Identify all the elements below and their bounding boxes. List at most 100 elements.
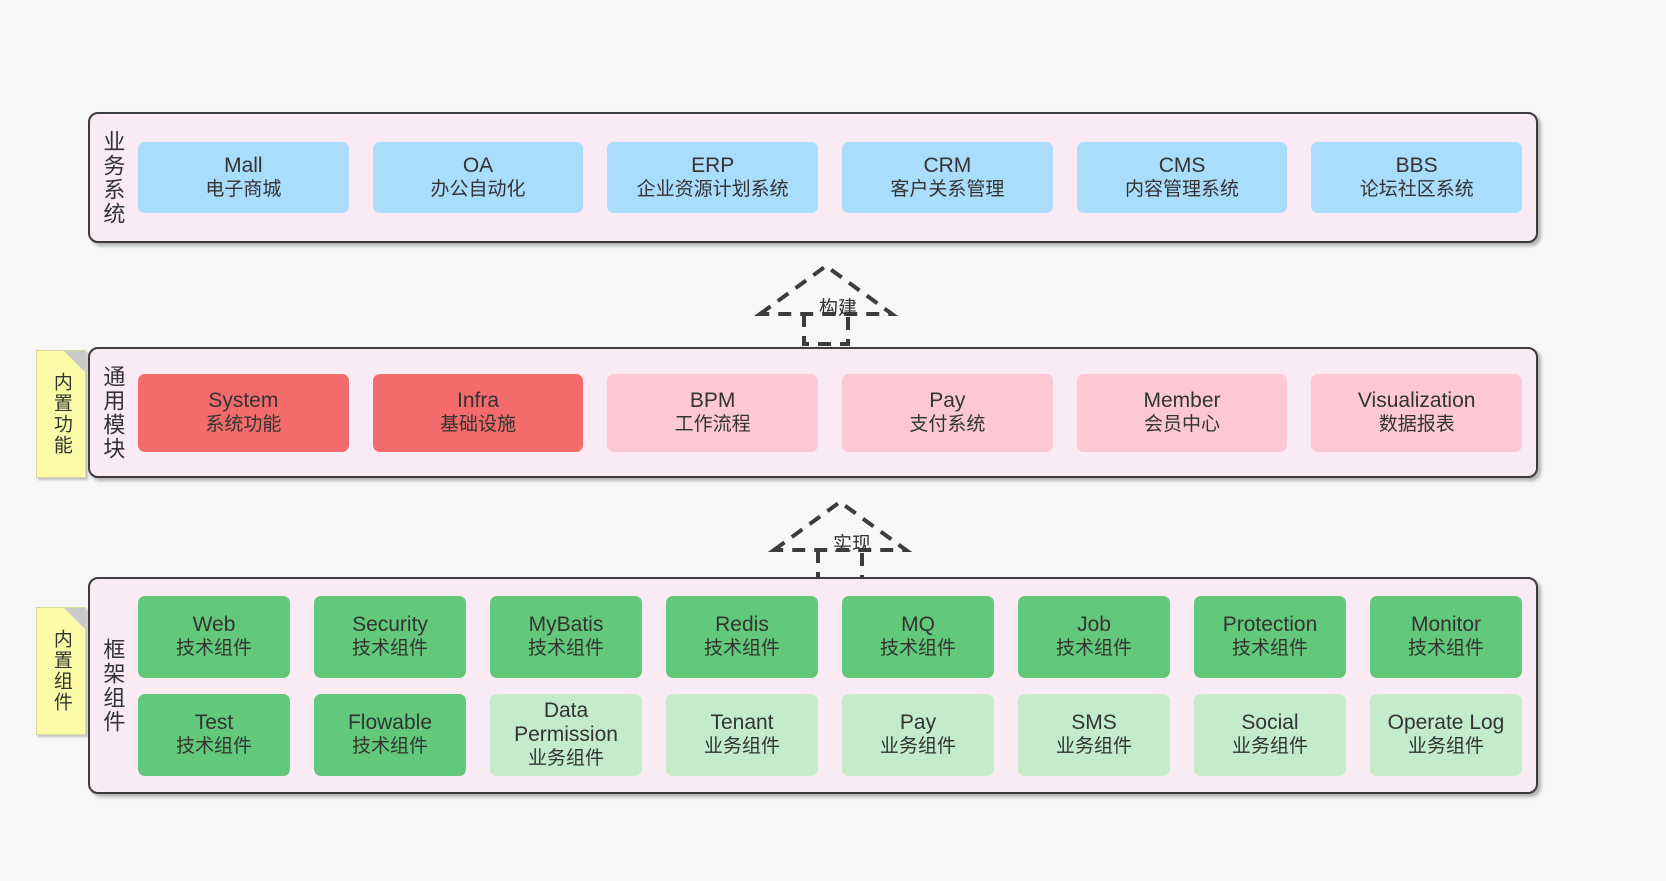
card-title-cn: 技术组件 — [1055, 637, 1132, 659]
layer-title-common: 通用模块 — [100, 364, 126, 461]
card-system[interactable]: System 系统功能 — [138, 373, 349, 452]
card-title-cn: 技术组件 — [527, 637, 604, 659]
connector-shaft — [802, 314, 850, 346]
card-pay[interactable]: Pay 支付系统 — [842, 373, 1053, 452]
layer-business-systems: 业务系统 Mall 电子商城 OA 办公自动化 ERP 企业资源计划系统 CRM… — [88, 112, 1538, 243]
card-title-en: BPM — [689, 388, 736, 412]
fold-corner-icon — [64, 351, 85, 372]
layer-body-common: System 系统功能 Infra 基础设施 BPM 工作流程 Pay 支付系统… — [134, 349, 1536, 476]
card-title-cn: 企业资源计划系统 — [636, 178, 789, 200]
card-oa[interactable]: OA 办公自动化 — [372, 142, 584, 213]
framework-tech-row: Web 技术组件 Security 技术组件 MyBatis 技术组件 Redi… — [138, 595, 1522, 678]
card-title-en: Monitor — [1410, 612, 1482, 636]
card-title-en: Infra — [456, 388, 500, 412]
card-title-cn: 支付系统 — [909, 413, 986, 435]
card-title-en: BBS — [1395, 153, 1438, 177]
generalization-arrowhead — [767, 499, 913, 552]
card-bbs[interactable]: BBS 论坛社区系统 — [1311, 142, 1523, 213]
card-title-cn: 技术组件 — [175, 735, 252, 757]
card-title-en: Job — [1077, 612, 1111, 636]
card-title-en: OA — [462, 153, 494, 177]
sticky-note-label: 内置功能 — [50, 372, 72, 456]
card-erp[interactable]: ERP 企业资源计划系统 — [607, 142, 819, 213]
card-title-en: Visualization — [1357, 388, 1476, 412]
card-web[interactable]: Web 技术组件 — [138, 595, 290, 678]
card-title-en: Test — [194, 710, 234, 734]
card-bpm[interactable]: BPM 工作流程 — [607, 373, 819, 452]
card-title-cn: 办公自动化 — [430, 178, 526, 200]
connector-label-build: 构建 — [819, 298, 858, 319]
card-title-cn: 技术组件 — [879, 637, 956, 659]
card-test[interactable]: Test 技术组件 — [138, 693, 290, 776]
layer-common-modules: 通用模块 System 系统功能 Infra 基础设施 BPM 工作流程 Pay… — [88, 347, 1538, 478]
card-title-en: System — [208, 388, 279, 412]
card-title-en: Web — [192, 612, 236, 636]
card-visualization[interactable]: Visualization 数据报表 — [1311, 373, 1523, 452]
card-job[interactable]: Job 技术组件 — [1018, 595, 1170, 678]
card-data-permission[interactable]: Data Permission 业务组件 — [490, 693, 642, 776]
generalization-arrowhead — [753, 263, 899, 316]
card-title-cn: 电子商城 — [205, 178, 282, 200]
common-card-row: System 系统功能 Infra 基础设施 BPM 工作流程 Pay 支付系统… — [138, 373, 1523, 452]
card-title-en: Protection — [1222, 612, 1318, 636]
card-title-cn: 业务组件 — [1055, 735, 1132, 757]
card-title-cn: 业务组件 — [1407, 735, 1484, 757]
card-security[interactable]: Security 技术组件 — [314, 595, 466, 678]
card-flowable[interactable]: Flowable 技术组件 — [314, 693, 466, 776]
card-title-cn: 数据报表 — [1378, 413, 1455, 435]
card-sms[interactable]: SMS 业务组件 — [1018, 693, 1170, 776]
card-title-cn: 客户关系管理 — [890, 178, 1005, 200]
connector-implement: 实现 — [766, 494, 926, 584]
card-operate-log[interactable]: Operate Log 业务组件 — [1370, 693, 1522, 776]
card-title-en: Social — [1241, 710, 1299, 734]
connector-build: 构建 — [752, 258, 912, 348]
card-title-cn: 工作流程 — [674, 413, 751, 435]
sticky-note-builtin-components: 内置组件 — [36, 607, 86, 735]
layer-body-business: Mall 电子商城 OA 办公自动化 ERP 企业资源计划系统 CRM 客户关系… — [134, 114, 1536, 241]
card-title-en: Tenant — [710, 710, 774, 734]
card-title-en: Mall — [224, 153, 263, 177]
card-redis[interactable]: Redis 技术组件 — [666, 595, 818, 678]
layer-title-business: 业务系统 — [100, 129, 126, 226]
card-mybatis[interactable]: MyBatis 技术组件 — [490, 595, 642, 678]
card-title-cn: 论坛社区系统 — [1359, 178, 1474, 200]
card-title-en: CRM — [923, 153, 972, 177]
card-title-en: ERP — [691, 153, 735, 177]
sticky-note-label: 内置组件 — [50, 629, 72, 713]
card-title-cn: 技术组件 — [351, 637, 428, 659]
framework-biz-row: Test 技术组件 Flowable 技术组件 Data Permission … — [138, 693, 1522, 776]
card-title-cn: 会员中心 — [1144, 413, 1221, 435]
card-pay-component[interactable]: Pay 业务组件 — [842, 693, 994, 776]
card-title-en: Pay — [929, 388, 966, 412]
card-mq[interactable]: MQ 技术组件 — [842, 595, 994, 678]
card-tenant[interactable]: Tenant 业务组件 — [666, 693, 818, 776]
card-title-en: MQ — [901, 612, 935, 636]
fold-corner-icon — [64, 608, 85, 629]
card-title-cn: 业务组件 — [1231, 735, 1308, 757]
card-cms[interactable]: CMS 内容管理系统 — [1076, 142, 1288, 213]
card-title-en: Operate Log — [1387, 710, 1505, 734]
card-title-en: Flowable — [347, 710, 433, 734]
card-mall[interactable]: Mall 电子商城 — [138, 142, 349, 213]
card-protection[interactable]: Protection 技术组件 — [1194, 595, 1346, 678]
card-member[interactable]: Member 会员中心 — [1076, 373, 1288, 452]
card-title-en: Security — [352, 612, 428, 636]
card-title-cn: 技术组件 — [1231, 637, 1308, 659]
card-social[interactable]: Social 业务组件 — [1194, 693, 1346, 776]
card-title-en: Member — [1143, 388, 1221, 412]
card-title-cn: 技术组件 — [703, 637, 780, 659]
card-title-cn: 基础设施 — [440, 413, 517, 435]
card-title-cn: 技术组件 — [175, 637, 252, 659]
card-title-en: MyBatis — [528, 612, 604, 636]
layer-framework-components: 框架组件 Web 技术组件 Security 技术组件 MyBatis 技术组件… — [88, 577, 1538, 794]
card-infra[interactable]: Infra 基础设施 — [372, 373, 584, 452]
card-crm[interactable]: CRM 客户关系管理 — [842, 142, 1053, 213]
card-title-cn: 技术组件 — [351, 735, 428, 757]
card-monitor[interactable]: Monitor 技术组件 — [1370, 595, 1522, 678]
card-title-cn: 业务组件 — [879, 735, 956, 757]
card-title-cn: 技术组件 — [1407, 637, 1484, 659]
connector-label-implement: 实现 — [833, 534, 872, 555]
card-title-cn: 系统功能 — [205, 413, 282, 435]
card-title-en: CMS — [1158, 153, 1206, 177]
